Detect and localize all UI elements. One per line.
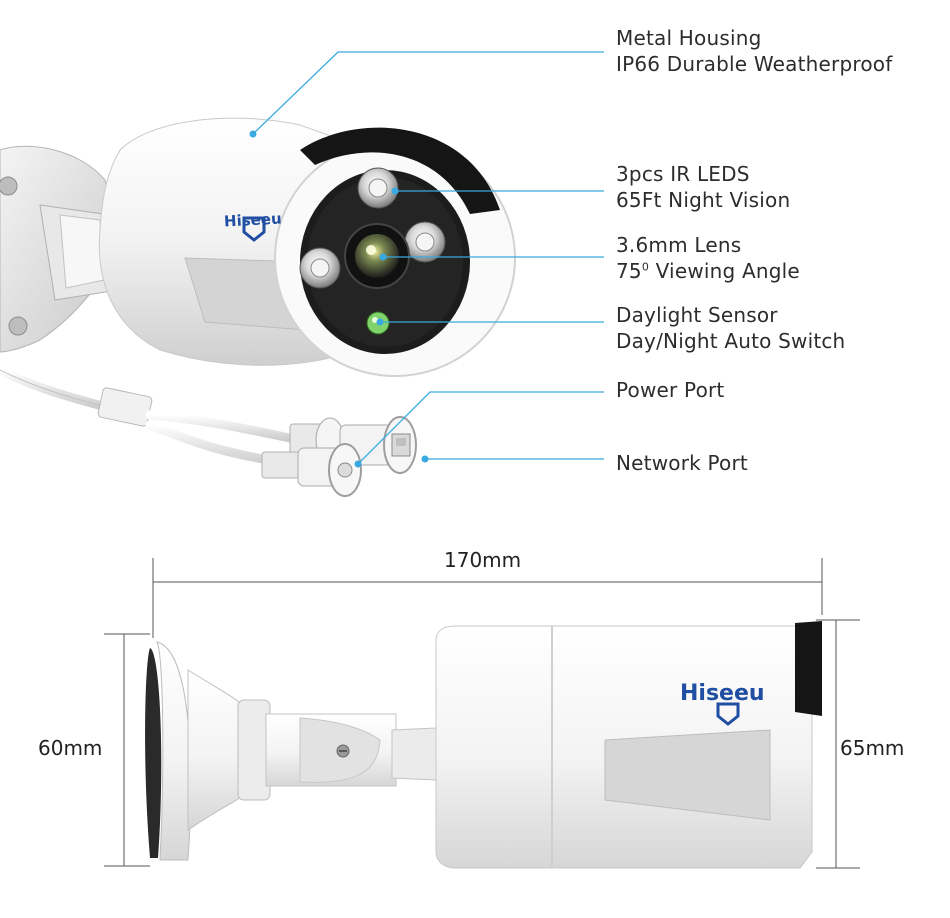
dimension-lines bbox=[104, 558, 860, 869]
dimension-mount-height: 60mm bbox=[38, 736, 103, 760]
wall-mount-bracket-top bbox=[0, 145, 121, 353]
camera-illustration-side bbox=[145, 621, 822, 869]
callout-network-port: Network Port bbox=[616, 451, 748, 475]
callout-metal-housing: Metal Housing IP66 Durable Weatherproof bbox=[616, 26, 893, 76]
cable-assembly bbox=[0, 365, 417, 497]
viewing-angle-text: 750 Viewing Angle bbox=[616, 259, 800, 283]
power-port bbox=[261, 443, 362, 497]
brand-logo-top bbox=[242, 216, 266, 242]
callout-dots bbox=[249, 130, 429, 468]
camera-body-top bbox=[98, 117, 516, 377]
callout-lens: 3.6mm Lens 750 Viewing Angle bbox=[616, 233, 800, 283]
callout-ir-leds: 3pcs IR LEDS 65Ft Night Vision bbox=[616, 162, 791, 212]
logo-text-side: Hiseeu bbox=[680, 681, 765, 706]
logo-text-top: Hiseeu bbox=[223, 209, 283, 231]
callout-power-port: Power Port bbox=[616, 378, 725, 402]
callout-lines bbox=[252, 51, 604, 465]
dimension-length: 170mm bbox=[444, 548, 522, 572]
dimension-body-height: 65mm bbox=[840, 736, 905, 760]
callout-daylight-sensor: Daylight Sensor Day/Night Auto Switch bbox=[616, 303, 846, 353]
